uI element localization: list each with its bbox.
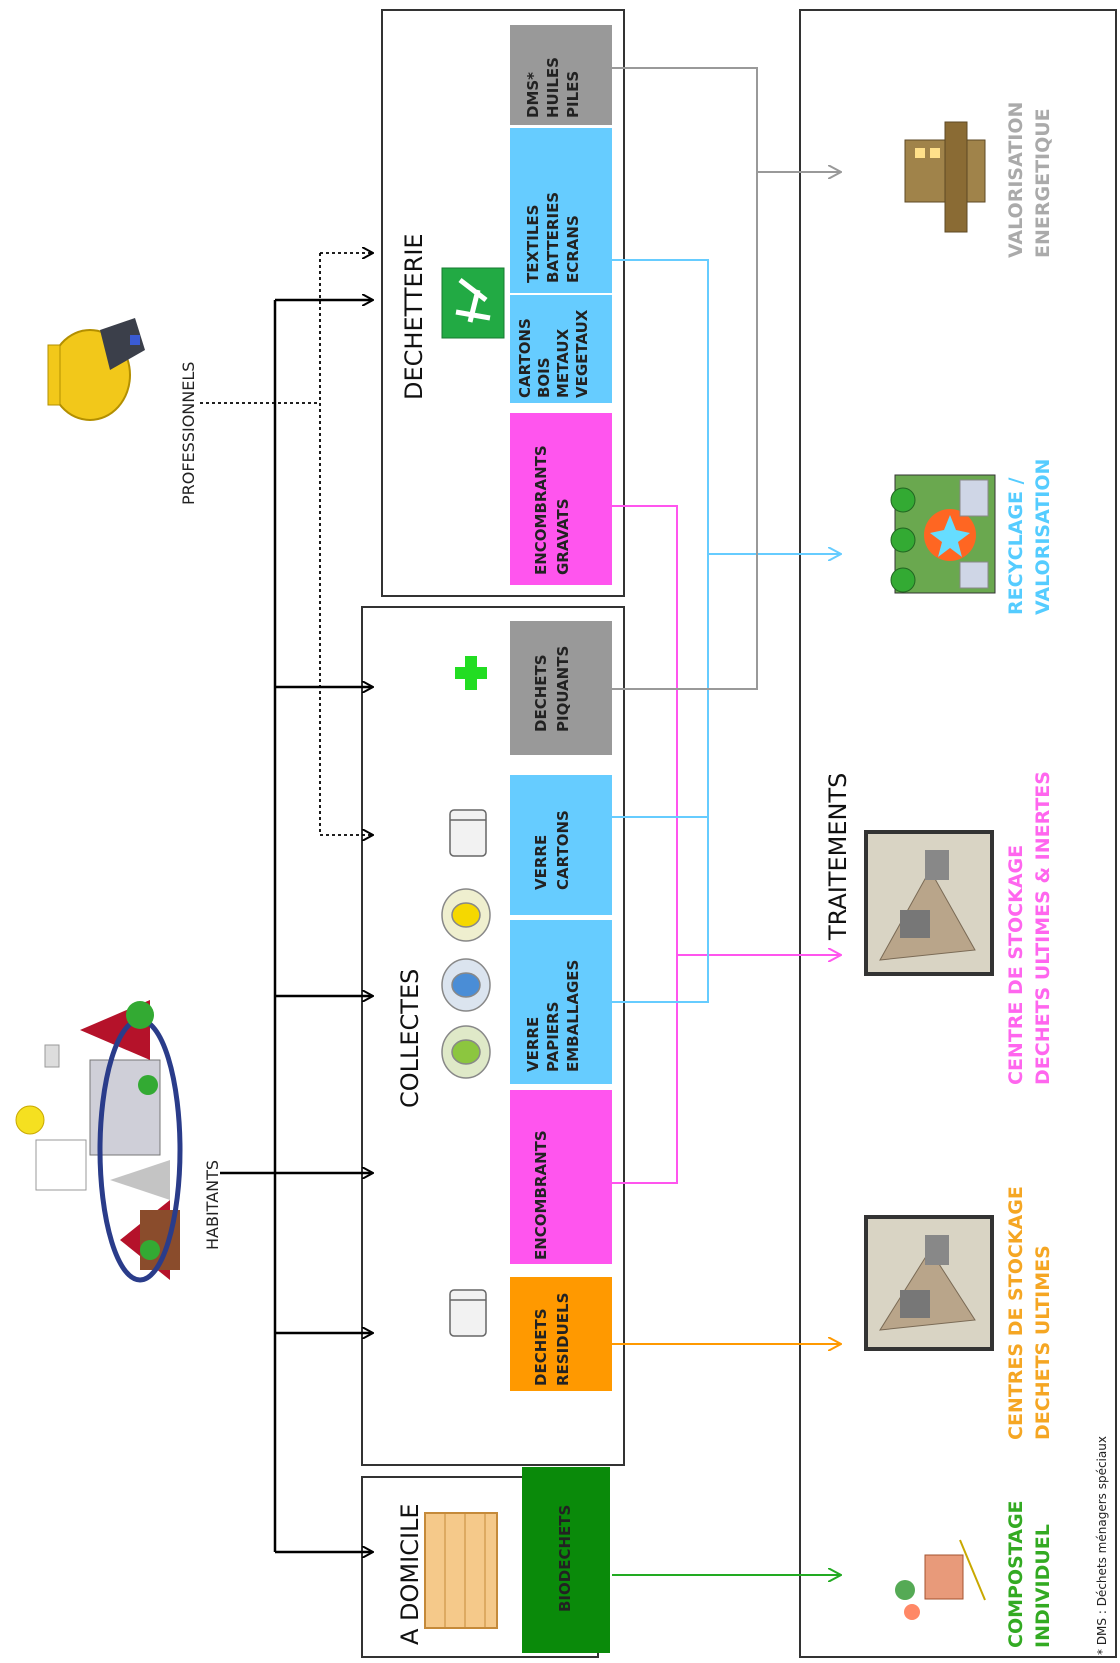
recycling-globe-icon [890, 474, 996, 594]
compost-gardener-icon [895, 1539, 986, 1620]
pharmacy-cross-icon [455, 656, 487, 690]
box-encombrants [510, 1090, 612, 1264]
footnote: * DMS : Déchets ménagers spéciaux [1095, 1436, 1109, 1655]
box-biodechets [522, 1467, 610, 1653]
title-dechetterie: DECHETTERIE [400, 233, 428, 400]
treatment-recyclage: RECYCLAGE /VALORISATION [1005, 459, 1054, 615]
traitements-frame [799, 9, 1117, 1658]
box-dechets-residuels [510, 1277, 612, 1391]
recycling-containers-icon [441, 888, 491, 1079]
label-professionnels: PROFESSIONNELS [179, 362, 198, 505]
source-connectors [220, 300, 372, 1552]
trash-bin-icon [449, 1289, 487, 1337]
label-habitants: HABITANTS [203, 1160, 222, 1250]
box-dms [510, 25, 612, 125]
label-cartons-bois: CARTONSBOISMETAUXVEGETAUX [516, 309, 591, 398]
flow-pink [612, 505, 840, 1184]
box-verre-papiers [510, 920, 612, 1084]
box-verre-cartons [510, 775, 612, 915]
title-domicile: A DOMICILE [396, 1503, 424, 1645]
town-illustration-icon [15, 1000, 183, 1283]
flow-blue [612, 259, 840, 1003]
hardhat-drill-icon [47, 318, 145, 421]
label-biodechets: BIODECHETS [556, 1505, 574, 1612]
trash-bin-cartons-icon [449, 809, 487, 857]
box-cartons-bois [510, 295, 612, 403]
box-dechets-piquants [510, 621, 612, 755]
factory-icon [904, 121, 986, 233]
flow-grey [612, 67, 840, 690]
dechetterie-frame [381, 9, 625, 597]
dechetterie-sign-icon [441, 267, 505, 339]
collectes-frame [361, 606, 625, 1466]
compost-bin-icon [424, 1512, 498, 1629]
landfill-site-icon [864, 1215, 994, 1351]
box-textiles [510, 128, 612, 293]
title-collectes: COLLECTES [396, 969, 424, 1108]
landfill-inertes-icon [864, 830, 994, 976]
label-encombrants: ENCOMBRANTS [532, 1130, 550, 1260]
box-encombrants-gravats [510, 413, 612, 585]
title-traitements: TRAITEMENTS [824, 773, 852, 941]
professionnels-connectors [200, 253, 372, 835]
